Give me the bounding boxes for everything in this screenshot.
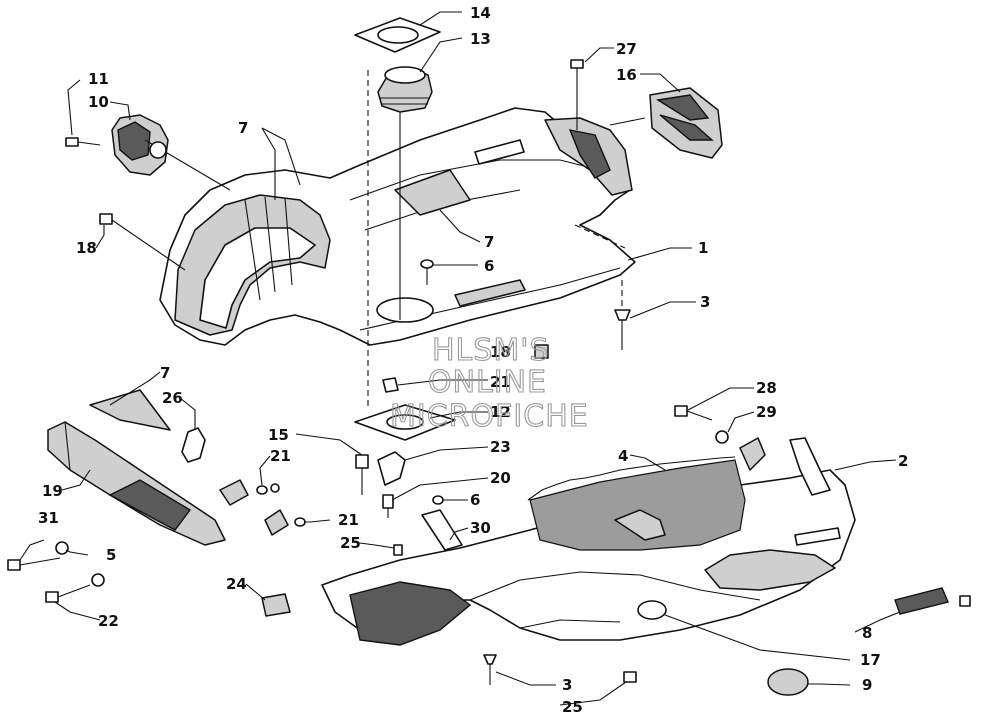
callout-28: 28: [756, 379, 777, 397]
callout-7c: 7: [160, 364, 170, 382]
callout-9: 9: [862, 676, 872, 694]
screw-11: [65, 137, 101, 147]
callout-2: 2: [898, 452, 908, 470]
callout-13: 13: [470, 30, 491, 48]
headlight-housing: [111, 114, 231, 191]
rivet-3b: [483, 654, 497, 685]
bolt-28: [674, 405, 713, 421]
callout-29: 29: [756, 403, 777, 421]
bracket-21b: [219, 479, 280, 506]
bolt-31: [7, 557, 61, 571]
callout-3a: 3: [700, 293, 710, 311]
callout-31: 31: [38, 509, 59, 527]
screw-25a: [393, 544, 403, 556]
watermark-line-3: MICROFICHE: [390, 399, 589, 434]
lower-belly-pan: [321, 437, 856, 646]
nut-6b: [432, 495, 444, 505]
callout-17: 17: [860, 651, 881, 669]
callout-5: 5: [106, 546, 116, 564]
callout-20: 20: [490, 469, 511, 487]
watermark: HLSM'S ONLINE MICROFICHE: [389, 332, 589, 434]
vent-grille-16: [609, 87, 723, 159]
nut-21a: [382, 377, 399, 393]
rivet-3a: [614, 280, 631, 350]
callout-22: 22: [98, 612, 119, 630]
screw-27: [570, 59, 584, 130]
reflector-8: [894, 587, 971, 615]
bumper-19: [47, 421, 226, 546]
screw-25b: [623, 671, 637, 683]
cap-9: [767, 668, 809, 696]
callout-19: 19: [42, 482, 63, 500]
shield-7c: [89, 389, 171, 431]
callout-8: 8: [862, 624, 872, 642]
callout-11: 11: [88, 70, 109, 88]
nut-18b: [534, 344, 549, 359]
callout-21a: 21: [490, 373, 511, 391]
callout-18a: 18: [76, 239, 97, 257]
washer-5: [55, 541, 105, 587]
steering-boot-13: [377, 66, 433, 113]
callout-30: 30: [470, 519, 491, 537]
callout-7a: 7: [238, 119, 248, 137]
steering-plate-12: [354, 404, 456, 441]
callout-27: 27: [616, 40, 637, 58]
nut-6a: [420, 259, 434, 285]
watermark-line-1: HLSM'S: [432, 333, 550, 368]
clip-26: [181, 427, 206, 463]
upper-belly-pan: [159, 107, 636, 346]
callout-4: 4: [618, 447, 628, 465]
bracket-23: [377, 451, 406, 486]
rivet-18a: [99, 213, 186, 271]
watermark-line-2: ONLINE: [428, 365, 547, 400]
callout-7b: 7: [484, 233, 494, 251]
callout-18b: 18: [490, 343, 511, 361]
washer-29: [715, 430, 766, 471]
callout-labels: 14 13 27 16 11 10 7 18 7 6 1 3 18 21 12 …: [38, 4, 908, 716]
bracket-21c: [264, 509, 306, 536]
callout-16: 16: [616, 66, 637, 84]
callout-23: 23: [490, 438, 511, 456]
callout-14: 14: [470, 4, 491, 22]
callout-24: 24: [226, 575, 247, 593]
callout-26: 26: [162, 389, 183, 407]
callout-21c: 21: [338, 511, 359, 529]
clip-24: [261, 593, 291, 617]
bolt-15: [355, 454, 369, 495]
callout-25a: 25: [340, 534, 361, 552]
callout-10: 10: [88, 93, 109, 111]
callout-25b: 25: [562, 698, 583, 716]
callout-21b: 21: [270, 447, 291, 465]
callout-3b: 3: [562, 676, 572, 694]
callout-6a: 6: [484, 257, 494, 275]
callout-12: 12: [490, 403, 511, 421]
bracket-30: [421, 509, 463, 551]
bolt-20: [382, 494, 394, 518]
callout-1: 1: [698, 239, 708, 257]
gasket-plate-14: [354, 17, 441, 53]
bolt-22: [45, 584, 91, 603]
callout-15: 15: [268, 426, 289, 444]
leader-lines: [19, 11, 901, 706]
callout-6b: 6: [470, 491, 480, 509]
